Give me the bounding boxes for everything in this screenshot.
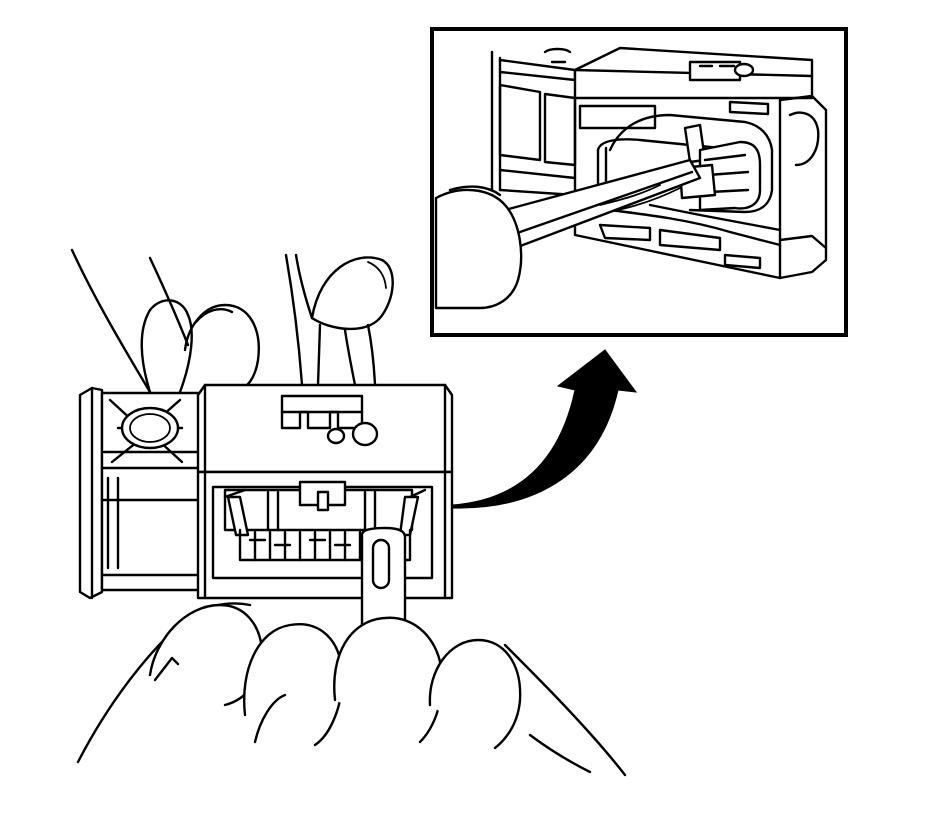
- terminal-cavity-frame: [211, 485, 434, 580]
- connector-shell-left: [78, 386, 207, 600]
- inset-detail: [430, 27, 848, 337]
- connector-body: [196, 383, 454, 600]
- large-hole: [351, 421, 379, 447]
- lower-hand: [76, 602, 627, 777]
- release-tool-main: [360, 526, 407, 642]
- tool-slot: [371, 538, 391, 590]
- upper-hand: [70, 248, 394, 394]
- small-hole: [326, 427, 346, 445]
- inset-thumb: [434, 188, 523, 310]
- main-view: [70, 248, 627, 777]
- curved-arrow: [451, 349, 638, 509]
